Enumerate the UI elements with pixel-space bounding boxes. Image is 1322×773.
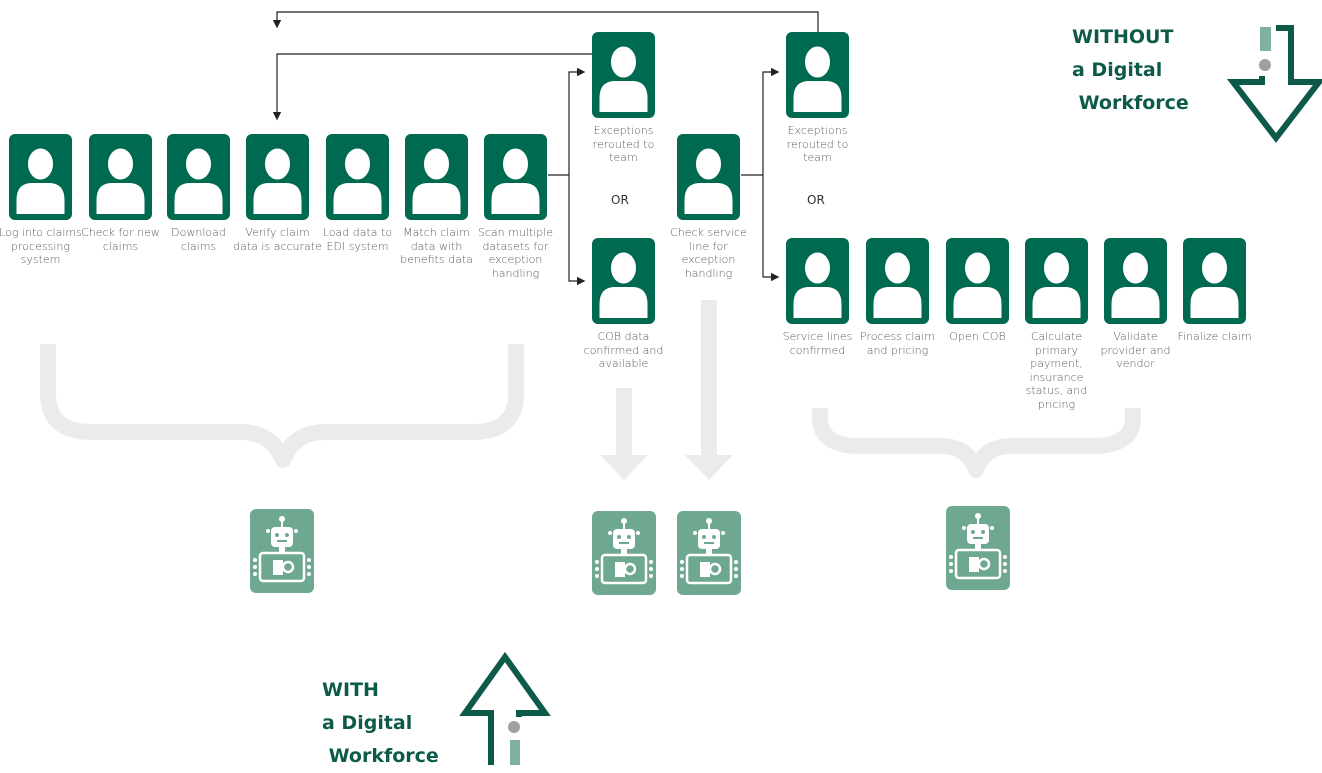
step-label: Calculate primary payment, insurance sta… [1025,330,1088,411]
person-icon [96,145,145,214]
step-card-check-service [677,134,740,220]
person-icon [1032,249,1081,318]
step-label: Scan multiple datasets for exception han… [477,226,554,280]
step-label: Verify claim data is accurate [233,226,322,253]
step-card-cob-confirmed [592,238,655,324]
brace-right [812,408,1141,478]
step-label: Exceptions rerouted to team [592,124,655,164]
loop-connectors [272,11,819,121]
person-icon [174,145,223,214]
person-icon [684,145,733,214]
or-label: OR [807,193,825,207]
grey-arrow-cob [600,388,648,480]
person-icon [16,145,65,214]
step-card-download [167,134,230,220]
robot-icon [592,511,656,595]
grey-arrows [600,300,733,480]
branch-connector-1-down [568,175,586,286]
person-icon [1190,249,1239,318]
person-icon [491,145,540,214]
step-card-match [405,134,468,220]
branch-connector-1-up [568,67,586,175]
with-accent-dot [508,721,520,733]
step-card-log-in [9,134,72,220]
step-card-scan [484,134,547,220]
step-card-open-cob [946,238,1009,324]
step-card-exceptions-2 [786,32,849,118]
step-label: Exceptions rerouted to team [786,124,849,164]
step-card-verify [246,134,309,220]
person-icon [412,145,461,214]
branch-connector-2-up [762,67,780,175]
or-label: OR [611,193,629,207]
step-card-process [866,238,929,324]
step-label: Check service line for exception handlin… [670,226,747,280]
person-cards [9,32,1246,324]
person-icon [333,145,382,214]
grey-arrow-service [685,300,733,480]
branch-connectors [548,67,780,286]
step-card-calculate [1025,238,1088,324]
step-label: Finalize claim [1177,330,1252,343]
without-accent-dot [1259,59,1271,71]
person-icon [1111,249,1160,318]
robot-icon [250,509,314,593]
grouping-braces [40,344,1141,478]
loop-connector-outer [272,11,819,32]
brace-left [40,344,524,468]
step-card-check-new [89,134,152,220]
without-accent-bar [1260,27,1271,51]
step-card-load-edi [326,134,389,220]
person-icon [599,43,648,112]
person-icon [793,249,842,318]
step-label: Service lines confirmed [782,330,853,357]
robot-icons [250,506,1010,595]
person-icon [253,145,302,214]
person-icon [953,249,1002,318]
step-label: Validate provider and vendor [1100,330,1171,370]
step-label: Open COB [949,330,1006,343]
step-card-validate [1104,238,1167,324]
step-label: Download claims [171,226,226,253]
robot-icon [677,511,741,595]
step-label: Match claim data with benefits data [400,226,473,266]
with-accent-bar [510,740,520,765]
without-arrow-icon [1226,25,1322,143]
step-card-service-confirmed [786,238,849,324]
person-icon [599,249,648,318]
step-label: Check for new claims [81,226,160,253]
step-label: Log into claims processing system [0,226,82,266]
with-arrow-icon [459,651,551,765]
step-label: Process claim and pricing [860,330,935,357]
step-label: COB data confirmed and available [583,330,664,370]
loop-connector-inner [272,53,592,121]
with-digital-workforce-heading: WITH a Digital Workforce [322,679,439,767]
step-card-finalize [1183,238,1246,324]
step-label: Load data to EDI system [322,226,393,253]
step-card-exceptions-1 [592,32,655,118]
person-icon [873,249,922,318]
without-digital-workforce-heading: WITHOUT a Digital Workforce [1072,26,1189,114]
person-icon [793,43,842,112]
branch-connector-2-down [762,175,780,282]
robot-icon [946,506,1010,590]
